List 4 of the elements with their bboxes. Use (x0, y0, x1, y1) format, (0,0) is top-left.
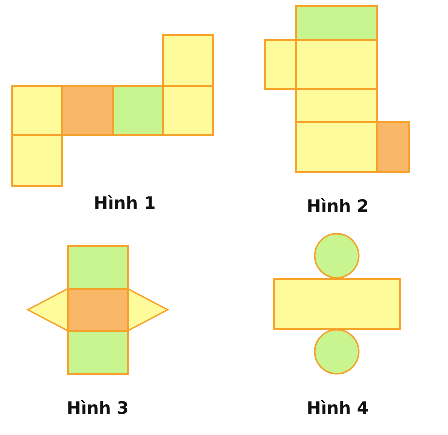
figure-caption: Hình 3 (67, 399, 129, 419)
figure-caption: Hình 4 (307, 399, 369, 419)
figure-caption: Hình 2 (307, 197, 369, 217)
figure-caption: Hình 1 (94, 194, 156, 214)
